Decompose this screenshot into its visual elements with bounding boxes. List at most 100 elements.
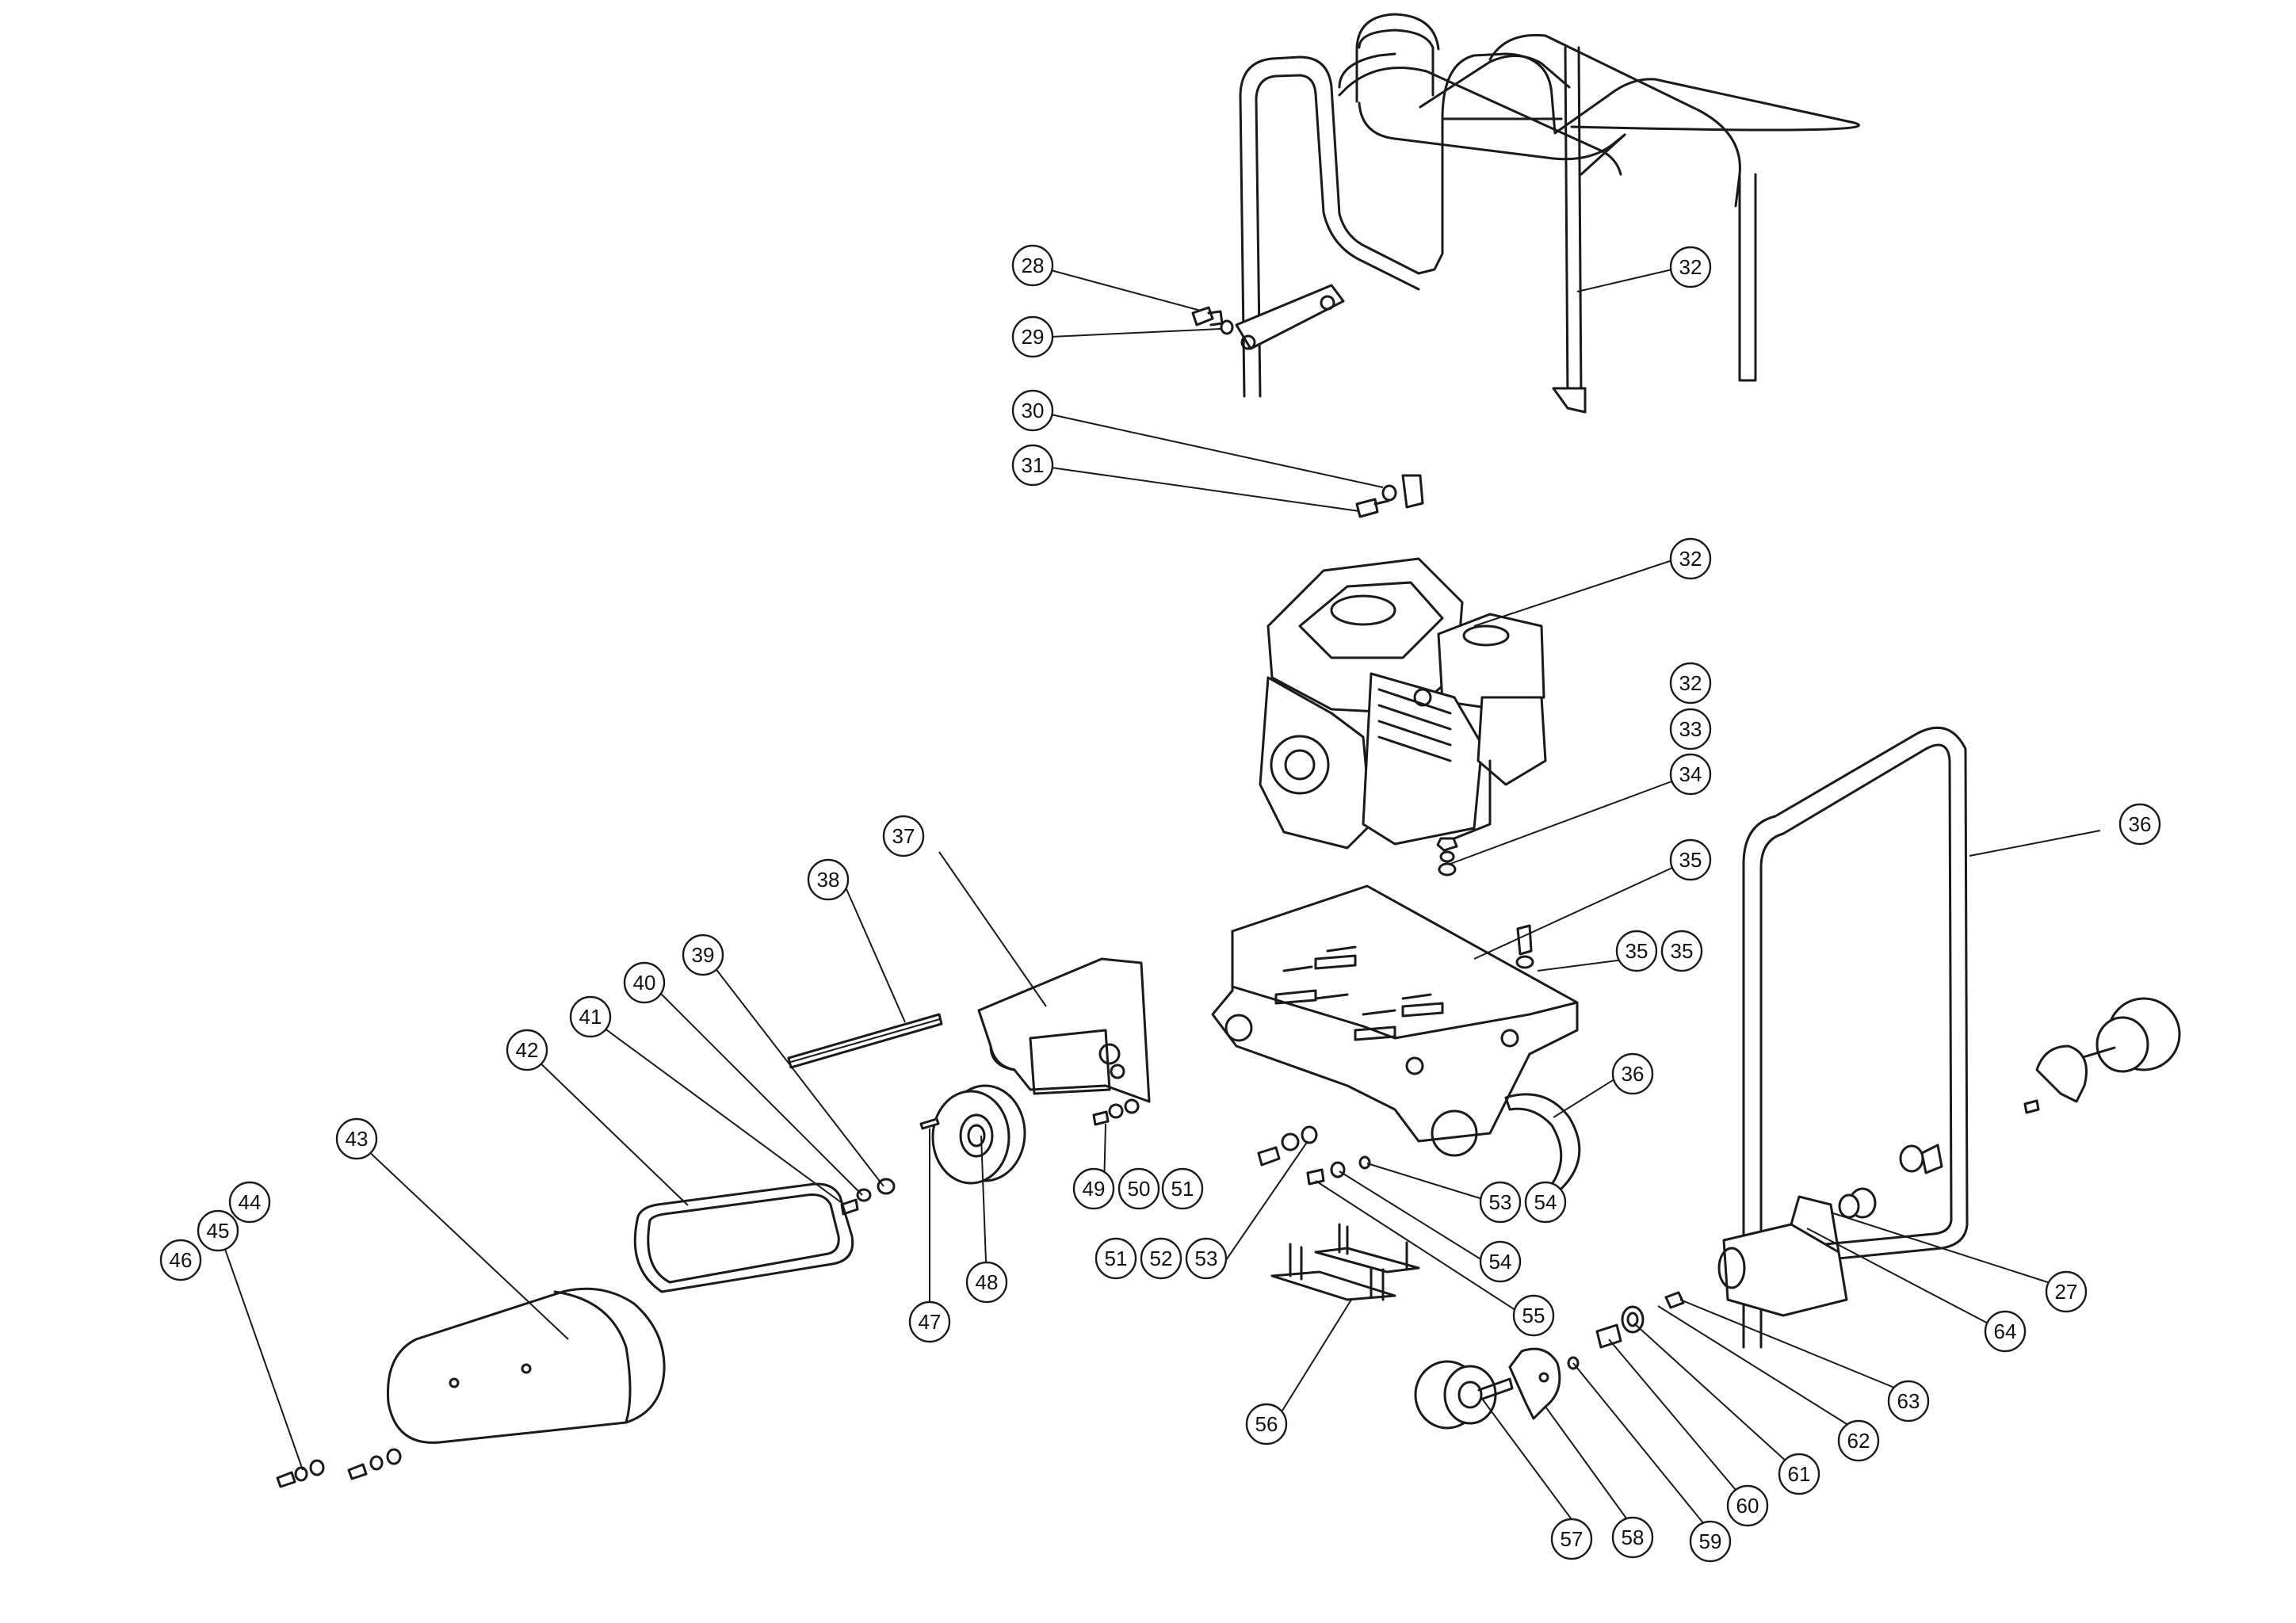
belt-guard-bracket-part	[977, 957, 1151, 1103]
callout-label: 31	[1022, 453, 1045, 477]
callout-c32c: 45	[197, 1209, 239, 1252]
callout-c51a: 52	[1140, 1237, 1182, 1280]
callout-c35c: 35	[1660, 930, 1703, 972]
callout-label: 38	[817, 868, 840, 892]
belt-cover-part	[386, 1287, 666, 1444]
callout-label: 56	[1255, 1412, 1278, 1436]
callout-c64: 36	[2118, 803, 2161, 846]
callout-label: 60	[1736, 1494, 1759, 1518]
bracket-hardware	[1092, 1098, 1140, 1126]
callout-c28: 34	[1669, 753, 1712, 796]
callout-label: 41	[579, 1005, 602, 1029]
callout-c50: 53	[1185, 1237, 1228, 1280]
cover-hardware	[276, 1448, 402, 1488]
callout-c62: 64	[1984, 1310, 2027, 1353]
callout-c60: 62	[1837, 1419, 1880, 1462]
callout-label: 42	[516, 1038, 539, 1062]
callout-c36b: 44	[228, 1181, 271, 1224]
callout-c47: 42	[506, 1029, 548, 1071]
callout-label: 45	[207, 1219, 230, 1243]
pulley-hardware	[840, 1178, 896, 1216]
callout-label: 39	[692, 943, 715, 967]
engine-mount-hardware	[1436, 837, 1458, 876]
callout-label: 49	[1083, 1177, 1106, 1201]
callout-label: 36	[1622, 1062, 1645, 1086]
callout-c40: 50	[1117, 1167, 1160, 1210]
callout-label: 34	[1679, 762, 1702, 786]
v-belt-part	[633, 1182, 854, 1293]
engine-base-plate-part	[1211, 884, 1579, 1157]
callout-label: 35	[1679, 848, 1702, 872]
callout-label: 62	[1847, 1429, 1870, 1453]
callout-label: 64	[1994, 1319, 2017, 1343]
callout-label: 51	[1171, 1177, 1194, 1201]
callout-label: 48	[976, 1270, 999, 1294]
callout-label: 53	[1195, 1247, 1218, 1270]
callout-c36a: 30	[1011, 389, 1054, 432]
callout-c63: 27	[2045, 1270, 2088, 1313]
plate-top-bolt	[1515, 924, 1534, 969]
callout-label: 32	[1679, 671, 1702, 695]
mount-bracket-part	[1508, 1347, 1561, 1420]
callout-label: 54	[1489, 1250, 1512, 1274]
callout-c32a: 29	[1011, 315, 1054, 358]
callout-c52: 51	[1095, 1237, 1137, 1280]
key-part	[919, 1117, 940, 1130]
callout-c34: 32	[1669, 246, 1712, 288]
handle-hardware	[1191, 306, 1397, 518]
callout-c42: 48	[965, 1261, 1008, 1304]
callout-c29: 33	[1669, 708, 1712, 750]
callout-c57: 57	[1550, 1518, 1593, 1560]
callout-label: 55	[1522, 1304, 1545, 1327]
callout-c41: 51	[1161, 1167, 1204, 1210]
callout-c58: 58	[1611, 1516, 1654, 1559]
callout-c56: 56	[1245, 1403, 1288, 1445]
callout-label: 57	[1561, 1527, 1584, 1551]
callout-label: 35	[1671, 939, 1694, 963]
callout-c55: 55	[1512, 1294, 1555, 1337]
callout-label: 28	[1022, 254, 1045, 277]
callout-label: 27	[2055, 1280, 2078, 1304]
callout-c48: 43	[335, 1117, 378, 1160]
callout-label: 47	[919, 1310, 942, 1334]
callout-label: 33	[1679, 717, 1702, 741]
callout-label: 46	[170, 1248, 193, 1272]
callout-label: 52	[1150, 1247, 1173, 1270]
right-mount-part	[2023, 997, 2181, 1114]
callout-c51b: 54	[1479, 1240, 1522, 1283]
callout-c61: 63	[1887, 1380, 1930, 1423]
callout-c31: 32	[1669, 537, 1712, 580]
callout-c38: 38	[807, 858, 850, 901]
callout-label: 35	[1626, 939, 1648, 963]
callout-label: 54	[1534, 1190, 1557, 1214]
callout-c44: 39	[682, 934, 724, 976]
pulley-part	[931, 1084, 1026, 1185]
callout-c46: 41	[569, 995, 612, 1038]
engine-part	[1259, 557, 1547, 850]
callout-label: 44	[239, 1190, 262, 1214]
vibrator-hardware	[1567, 1291, 1685, 1370]
callout-c45: 40	[623, 961, 666, 1004]
callout-c54b: 60	[1726, 1484, 1769, 1527]
callout-c27: 35	[1669, 838, 1712, 881]
callout-c54a: 54	[1524, 1181, 1567, 1224]
callout-label: 51	[1105, 1247, 1128, 1270]
callout-c43: 47	[908, 1300, 951, 1343]
callout-c37: 37	[882, 815, 925, 857]
callout-c35a: 28	[1011, 244, 1054, 287]
belt-guard-strip-part	[787, 1013, 943, 1069]
callout-label: 58	[1622, 1526, 1645, 1549]
callout-label: 37	[892, 824, 915, 848]
handle-part	[1235, 13, 1860, 509]
callout-c59: 61	[1778, 1453, 1820, 1495]
callout-c49: 46	[159, 1239, 202, 1281]
frame-bracket-part	[1504, 1093, 1581, 1194]
callout-label: 61	[1788, 1462, 1811, 1486]
callout-c33: 36	[1611, 1052, 1654, 1095]
callout-label: 43	[346, 1127, 369, 1151]
callout-label: 40	[633, 971, 656, 995]
callout-c35b: 31	[1011, 444, 1054, 487]
callout-label: 59	[1699, 1529, 1722, 1553]
callout-label: 53	[1489, 1190, 1512, 1214]
